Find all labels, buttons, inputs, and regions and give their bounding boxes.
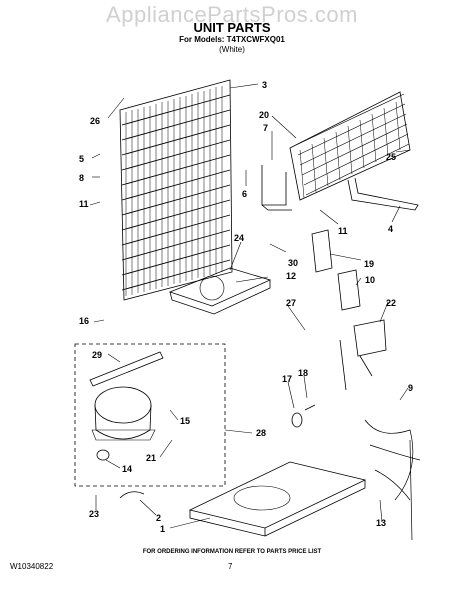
watermark: AppliancePartsPros.com — [106, 2, 358, 27]
document-number: W10340822 — [10, 562, 54, 571]
relay-overload — [89, 351, 164, 387]
screw — [304, 404, 316, 411]
callout: 21 — [146, 453, 156, 463]
condenser-coil — [119, 79, 233, 301]
ordering-note: FOR ORDERING INFORMATION REFER TO PARTS … — [142, 549, 322, 555]
callout: 4 — [388, 224, 393, 234]
wire-harness — [364, 419, 421, 541]
bracket — [261, 165, 292, 211]
tube-assembly — [339, 319, 387, 391]
callout: 8 — [79, 173, 84, 183]
callout: 7 — [263, 123, 268, 133]
insulation-block — [311, 229, 333, 273]
callout: 17 — [282, 374, 292, 384]
callout: 11 — [338, 226, 348, 236]
callout: 22 — [386, 298, 396, 308]
drain-tube — [347, 177, 419, 211]
fan-coil-assembly — [289, 91, 411, 201]
callout: 3 — [262, 80, 267, 90]
color-line: (White) — [219, 45, 245, 54]
callout: 15 — [180, 416, 190, 426]
callout: 19 — [364, 259, 374, 269]
models-line: For Models: T4TXCWFXQ01 — [179, 35, 285, 44]
callout: 12 — [286, 271, 296, 281]
callout: 13 — [376, 518, 386, 528]
callout: 6 — [242, 189, 247, 199]
callout: 23 — [89, 509, 99, 519]
callout: 29 — [92, 350, 102, 360]
callout: 5 — [79, 154, 84, 164]
callout: 18 — [298, 368, 308, 378]
callout: 20 — [259, 110, 269, 120]
callout: 24 — [234, 233, 244, 243]
callout: 25 — [386, 152, 396, 162]
callout: 2 — [156, 513, 161, 523]
page-number: 7 — [228, 562, 233, 571]
bracket-2 — [119, 491, 145, 499]
callout: 26 — [90, 116, 100, 126]
foam-block — [337, 269, 361, 311]
grommet — [96, 449, 110, 461]
callout: 30 — [288, 258, 298, 268]
fan-blade — [291, 412, 303, 428]
callout: 1 — [160, 524, 165, 534]
callout: 14 — [122, 464, 132, 474]
callout: 28 — [256, 428, 266, 438]
base-plate — [188, 461, 367, 537]
compressor-group-box — [74, 343, 226, 487]
callout: 10 — [365, 275, 375, 285]
callout: 11 — [79, 199, 89, 209]
callout: 27 — [286, 298, 296, 308]
callout: 16 — [79, 316, 89, 326]
callout: 9 — [408, 383, 413, 393]
page-title: UNIT PARTS — [193, 20, 271, 35]
callout-labels: 3 26 20 7 5 8 6 25 11 11 4 24 30 19 12 1… — [79, 80, 413, 534]
compressor — [91, 386, 156, 441]
